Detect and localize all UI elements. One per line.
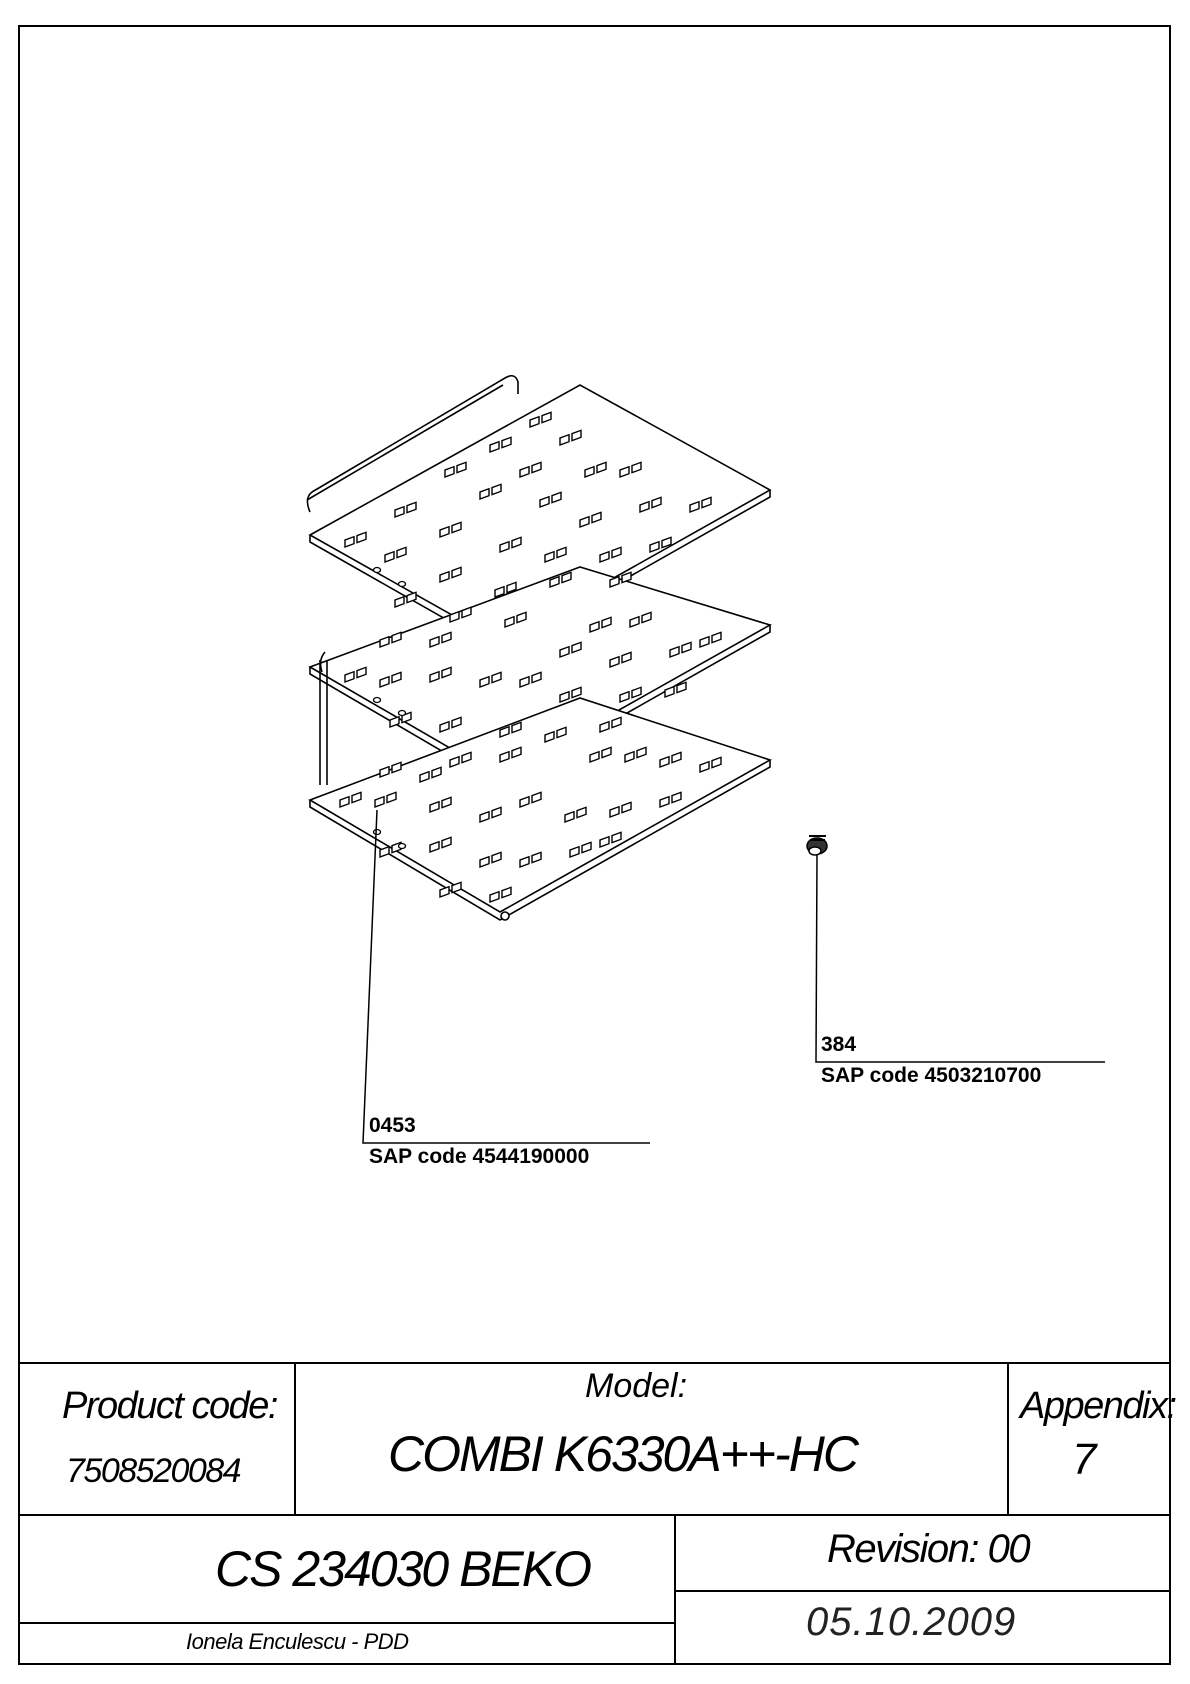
part-number-shelf: 0453 (369, 1114, 416, 1137)
appendix-value: 7 (1072, 1435, 1097, 1484)
shelf-top (306, 374, 772, 653)
revision: Revision: 00 (827, 1527, 1031, 1571)
sap-code-shelf: SAP code 4544190000 (369, 1145, 590, 1168)
product-code-label: Product code: (62, 1385, 278, 1427)
model-value: COMBI K6330A++-HC (388, 1426, 859, 1482)
adjustable-foot-part (806, 835, 828, 856)
product-code-value: 7508520084 (66, 1452, 242, 1490)
sap-code-foot: SAP code 4503210700 (821, 1064, 1042, 1087)
shelf-bottom (308, 660, 772, 921)
part-number-foot: 384 (821, 1033, 857, 1056)
model-label: Model: (585, 1367, 688, 1405)
appendix-label: Appendix: (1020, 1385, 1177, 1427)
drawing-sheet-border (18, 25, 1171, 1665)
leader-lines (362, 809, 1105, 1144)
author: Ionela Enculescu - PDD (186, 1629, 409, 1654)
date: 05.10.2009 (806, 1600, 1017, 1644)
document-name: CS 234030 BEKO (215, 1541, 592, 1597)
title-block-grid (18, 1362, 1171, 1665)
keyhole-slots (372, 566, 407, 850)
